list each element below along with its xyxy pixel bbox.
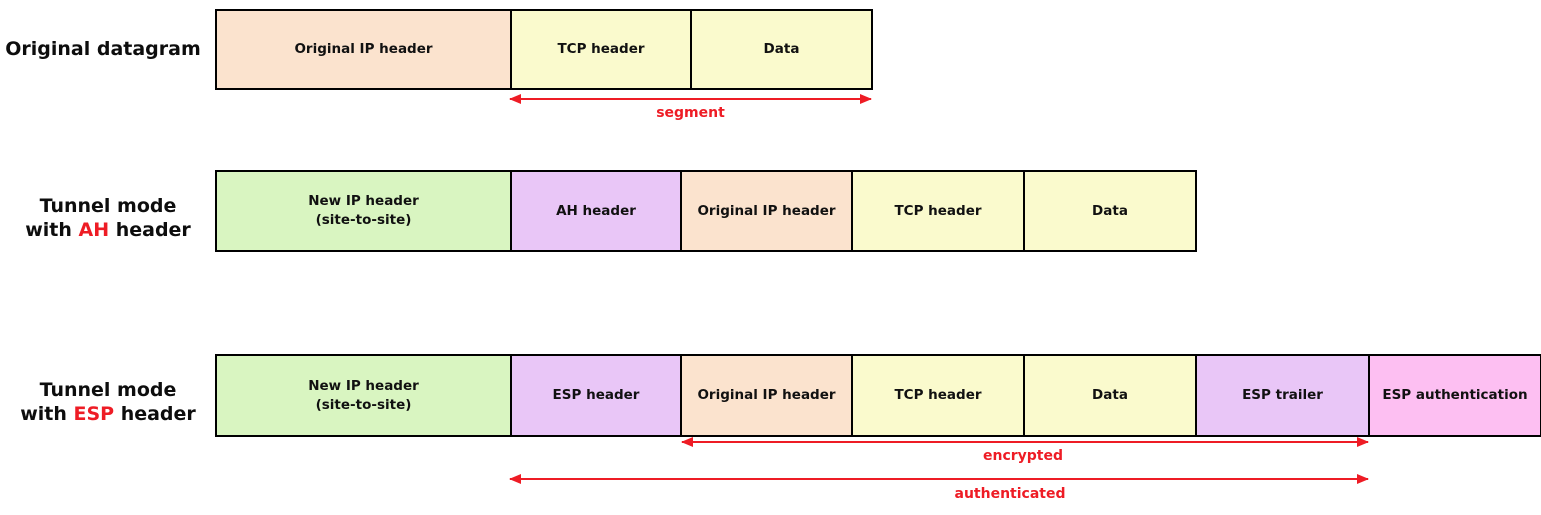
box-label: Data [763, 41, 800, 57]
box-label: Original IP header [697, 202, 836, 219]
box-tcp-header: TCP header [510, 9, 692, 90]
esp-tunnel-packet: New IP header (site-to-site) ESP header … [215, 354, 1541, 437]
row-title-pre: with [25, 219, 79, 241]
box-label: ESP trailer [1242, 387, 1323, 403]
box-label: Data [1092, 387, 1128, 403]
box-esp-trailer: ESP trailer [1195, 354, 1370, 437]
original-datagram-packet: Original IP header TCP header Data [215, 9, 873, 90]
box-sublabel: (site-to-site) [315, 396, 412, 413]
row-title-line2: with ESP header [0, 402, 216, 426]
box-original-ip-header: Original IP header [680, 170, 853, 252]
authenticated-arrow-label: authenticated [910, 486, 1110, 502]
ah-highlight: AH [78, 219, 110, 241]
ah-tunnel-packet: New IP header (site-to-site) AH header O… [215, 170, 1197, 252]
box-original-ip-header: Original IP header [680, 354, 853, 437]
box-label: New IP header [308, 193, 419, 209]
box-new-ip-header: New IP header (site-to-site) [215, 354, 512, 437]
arrow-label-text: encrypted [982, 448, 1064, 464]
row-title-line2: with AH header [0, 218, 216, 242]
row-title-tunnel-mode-ah: Tunnel mode with AH header [0, 194, 216, 242]
row-title-post: header [114, 403, 196, 425]
box-label: Original IP header [294, 41, 433, 57]
box-data: Data [690, 9, 873, 90]
box-sublabel: (site-to-site) [315, 212, 412, 228]
segment-span-arrow [509, 94, 872, 104]
box-label: TCP header [894, 202, 982, 219]
row-title-text: Original datagram [5, 38, 201, 60]
box-data: Data [1023, 354, 1197, 437]
box-tcp-header: TCP header [851, 354, 1025, 437]
box-label: TCP header [894, 387, 982, 403]
row-title-pre: with [20, 403, 74, 425]
box-original-ip-header: Original IP header [215, 9, 512, 90]
encrypted-arrow-label: encrypted [923, 448, 1123, 464]
box-tcp-header: TCP header [851, 170, 1025, 252]
authenticated-span-arrow [509, 474, 1369, 484]
box-label: ESP authentication [1382, 387, 1528, 403]
row-title-line1: Tunnel mode [39, 379, 177, 401]
box-data: Data [1023, 170, 1197, 252]
row-title-line1: Tunnel mode [39, 195, 177, 217]
box-label: ESP header [552, 387, 640, 403]
box-esp-header: ESP header [510, 354, 682, 437]
row-title-tunnel-mode-esp: Tunnel mode with ESP header [0, 378, 216, 426]
box-label: AH header [556, 202, 636, 219]
box-ah-header: AH header [510, 170, 682, 252]
box-label: New IP header [308, 377, 419, 394]
arrow-label-text: authenticated [954, 486, 1066, 502]
esp-highlight: ESP [73, 403, 115, 425]
box-label: TCP header [557, 41, 645, 57]
encrypted-span-arrow [681, 437, 1369, 447]
segment-arrow-label: segment [510, 105, 871, 121]
row-title-original-datagram: Original datagram [0, 37, 206, 61]
box-label: Data [1092, 202, 1128, 219]
box-new-ip-header: New IP header (site-to-site) [215, 170, 512, 252]
row-title-post: header [109, 219, 191, 241]
box-label: Original IP header [697, 387, 836, 403]
arrow-label-text: segment [656, 105, 725, 121]
box-esp-authentication: ESP authentication [1368, 354, 1541, 437]
